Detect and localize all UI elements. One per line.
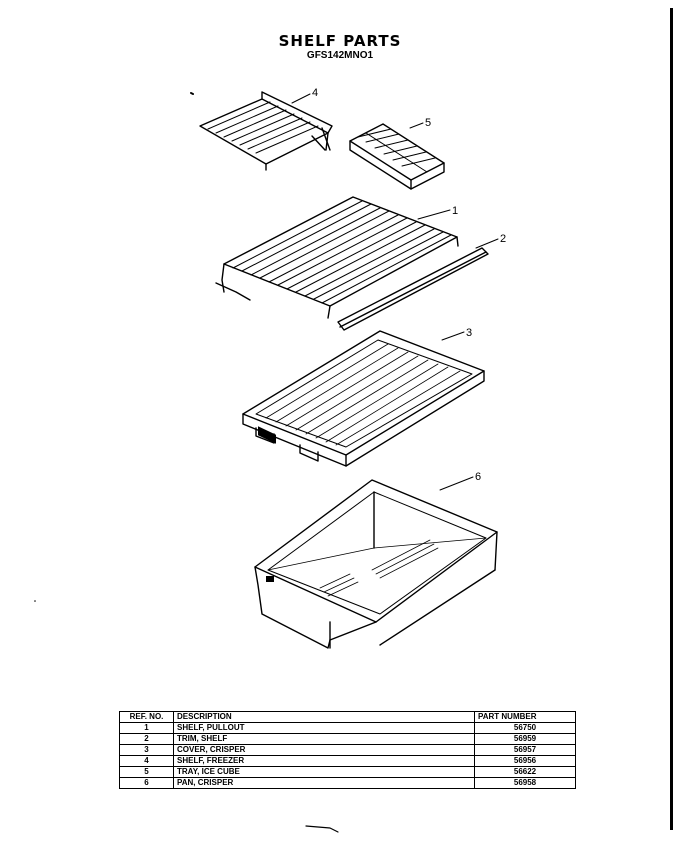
part-number-cell: 56622 xyxy=(474,766,576,778)
description-cell: TRIM, SHELF xyxy=(173,733,475,745)
table-row: 2 TRIM, SHELF 56959 xyxy=(119,733,576,745)
model-number: GFS142MNO1 xyxy=(306,50,374,61)
part-number-cell: 56957 xyxy=(474,744,576,756)
pullout-shelf-drawing xyxy=(215,196,459,319)
parts-list-table: REF. NO. DESCRIPTION PART NUMBER 1 SHELF… xyxy=(119,711,576,789)
page-title: SHELF PARTS xyxy=(278,32,402,50)
callout-5: 5 xyxy=(425,117,431,129)
callout-4: 4 xyxy=(312,87,318,99)
callout-6: 6 xyxy=(475,471,481,483)
shelf-trim-drawing xyxy=(337,247,489,331)
part-number-cell: 56958 xyxy=(474,777,576,789)
crisper-pan-drawing xyxy=(254,479,498,649)
table-row: 1 SHELF, PULLOUT 56750 xyxy=(119,722,576,734)
part-number-cell: 56750 xyxy=(474,722,576,734)
description-cell: SHELF, FREEZER xyxy=(173,755,475,767)
table-row: 5 TRAY, ICE CUBE 56622 xyxy=(119,766,576,778)
callout-3: 3 xyxy=(466,327,472,339)
ref-no-cell: 6 xyxy=(119,777,174,789)
description-cell: TRAY, ICE CUBE xyxy=(173,766,475,778)
table-row: 6 PAN, CRISPER 56958 xyxy=(119,777,576,789)
description-cell: SHELF, PULLOUT xyxy=(173,722,475,734)
part-number-cell: 56956 xyxy=(474,755,576,767)
leader-lines xyxy=(291,93,499,491)
ice-cube-tray-drawing xyxy=(349,123,445,190)
table-row: 4 SHELF, FREEZER 56956 xyxy=(119,755,576,767)
column-header-ref-no: REF. NO. xyxy=(119,711,174,723)
ref-no-cell: 5 xyxy=(119,766,174,778)
part-number-cell: 56959 xyxy=(474,733,576,745)
ref-no-cell: 3 xyxy=(119,744,174,756)
column-header-part-number: PART NUMBER xyxy=(474,711,576,723)
ref-no-cell: 4 xyxy=(119,755,174,767)
freezer-shelf-drawing xyxy=(190,91,333,171)
description-cell: PAN, CRISPER xyxy=(173,777,475,789)
crisper-cover-drawing xyxy=(242,330,485,467)
callout-2: 2 xyxy=(500,233,506,245)
ref-no-cell: 2 xyxy=(119,733,174,745)
column-header-description: DESCRIPTION xyxy=(173,711,475,723)
description-cell: COVER, CRISPER xyxy=(173,744,475,756)
callout-1: 1 xyxy=(452,205,458,217)
table-row: 3 COVER, CRISPER 56957 xyxy=(119,744,576,756)
parts-table-header: REF. NO. DESCRIPTION PART NUMBER xyxy=(119,711,576,723)
page-border xyxy=(670,8,673,830)
ref-no-cell: 1 xyxy=(119,722,174,734)
